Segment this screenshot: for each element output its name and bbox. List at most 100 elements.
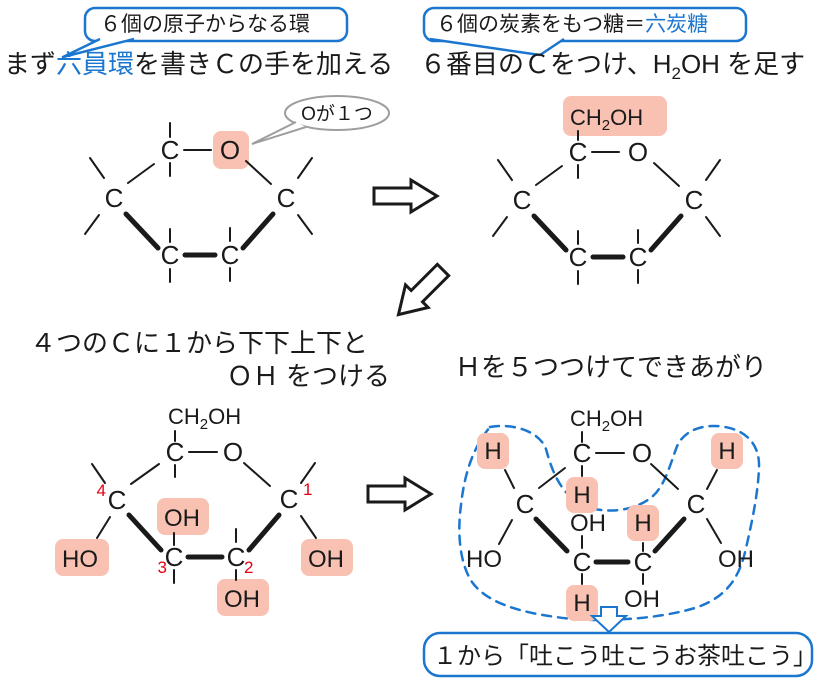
- step1-caption-pre: まず: [4, 49, 56, 79]
- h-highlight: [566, 585, 598, 621]
- ch2oh-ch: CH: [570, 406, 602, 431]
- speech-bubble-ring: ６個の原子からなる環: [61, 6, 349, 59]
- arrow-step1-to-step2: [372, 177, 440, 215]
- atom-o: O: [223, 437, 243, 467]
- ch2oh-ch: CH: [168, 404, 200, 429]
- ring-position-2: 2: [244, 558, 253, 577]
- atom-c: C: [569, 137, 588, 167]
- bold-bond: [126, 512, 164, 553]
- step3-caption-line1: ４つのＣに１から下下上下と: [30, 328, 368, 358]
- ch2oh-label: CH2OH: [168, 404, 241, 433]
- atom-c1: C: [280, 484, 299, 514]
- molecule-step1: C O C C C C Oが１つ: [84, 95, 390, 283]
- oh-group: OH: [308, 546, 344, 573]
- molecule-step3: CH2OH C O C C C C HO OH OH OH 4 1 3 2: [55, 404, 353, 616]
- o-callout-tail: [252, 122, 306, 144]
- atom-c: C: [569, 242, 588, 272]
- speech-bubble-ring-tail-edge: [61, 37, 135, 59]
- speech-bubble-hexose-em: 六炭糖: [645, 13, 708, 36]
- bond: [130, 463, 160, 485]
- o-callout-tail-edge: [251, 121, 307, 145]
- oh-group: OH: [164, 505, 200, 532]
- bond: [243, 462, 271, 487]
- bold-bond: [123, 211, 161, 251]
- ho-group: HO: [62, 546, 98, 573]
- ch2oh-oh: OH: [208, 404, 241, 429]
- step2-caption-post: OH を足す: [681, 49, 805, 79]
- atom-o: O: [632, 438, 652, 468]
- ch2oh-label: CH2OH: [570, 406, 643, 435]
- ch2oh-oh: OH: [610, 105, 643, 130]
- atom-c: C: [573, 547, 592, 577]
- bond: [297, 214, 313, 235]
- atom-c2: C: [227, 542, 246, 572]
- step1-caption: まず六員環を書きＣの手を加える: [4, 49, 393, 79]
- ch2oh-ch: CH: [570, 105, 602, 130]
- bond: [497, 159, 513, 181]
- bond: [498, 519, 513, 545]
- step4-caption: Ｈを５つつけてできあがり: [455, 352, 767, 382]
- arrow-to-mnemonic: [589, 606, 629, 634]
- speech-bubble-hexose-box: [422, 6, 748, 43]
- oh-group: OH: [624, 586, 660, 613]
- ch2oh-oh: OH: [610, 406, 643, 431]
- step2-caption-pre: ６番目のＣをつけ、H: [420, 49, 671, 79]
- ch2oh-sub: 2: [200, 416, 208, 433]
- ch2oh-sub: 2: [602, 418, 610, 435]
- atom-c3: C: [165, 542, 184, 572]
- step2-caption-sub: 2: [671, 64, 680, 83]
- speech-bubble-ring-text: ６個の原子からなる環: [100, 13, 310, 36]
- atom-c: C: [687, 489, 706, 519]
- atom-c: C: [221, 240, 240, 270]
- bond: [504, 469, 515, 489]
- oh-highlight: [217, 579, 269, 616]
- atom-c: C: [516, 489, 535, 519]
- atom-o: O: [628, 137, 648, 167]
- bond: [538, 467, 566, 489]
- ch2oh-sub: 2: [602, 117, 610, 134]
- h-atom: H: [634, 510, 651, 537]
- bond: [705, 159, 721, 181]
- oh-group: OH: [570, 510, 606, 537]
- bond: [706, 518, 722, 544]
- speech-bubble-hexose: ６個の炭素をもつ糖＝六炭糖: [422, 6, 748, 57]
- bond: [492, 216, 508, 237]
- speech-bubble-hexose-pre: ６個の炭素をもつ糖＝: [436, 13, 645, 36]
- ring-position-3: 3: [158, 558, 167, 577]
- molecule-step4: CH2OH C O C C C C H H H H H HO OH OH OH: [458, 406, 761, 622]
- o-callout-ellipse: [284, 95, 390, 131]
- ho-highlight: [55, 539, 109, 576]
- bold-bond: [652, 516, 687, 554]
- bold-bond: [531, 213, 569, 253]
- speech-bubble-hexose-tail: [430, 38, 564, 55]
- bond: [705, 216, 721, 237]
- h-outline-blob: [458, 424, 761, 622]
- step3-caption-line2: ＯＨ をつける: [227, 361, 390, 391]
- ch2oh-label: CH2OH: [570, 105, 643, 134]
- atom-c: C: [513, 185, 532, 215]
- ho-group: HO: [466, 546, 502, 573]
- bond: [653, 162, 680, 187]
- bond: [96, 516, 111, 539]
- oh-highlight: [301, 539, 353, 576]
- oh-group: OH: [718, 546, 754, 573]
- bold-bond: [648, 213, 684, 253]
- h-atom: H: [573, 590, 590, 617]
- arrow-step3-to-step4: [366, 475, 434, 513]
- h-highlight: [566, 477, 598, 513]
- step2-caption: ６番目のＣをつけ、H2OH を足す: [420, 49, 805, 83]
- step1-caption-post: を書きＣの手を加える: [134, 49, 393, 79]
- speech-bubble-hexose-tail-edge: [429, 37, 565, 57]
- h-highlight: [711, 433, 743, 469]
- bold-bond: [533, 516, 570, 554]
- h-atom: H: [718, 438, 735, 465]
- atom-c: C: [629, 242, 648, 272]
- oh-group: OH: [224, 586, 260, 613]
- bond: [127, 163, 155, 184]
- atom-c: C: [277, 183, 296, 213]
- atom-c4: C: [108, 485, 127, 515]
- bond: [706, 469, 718, 490]
- ch2oh-highlight: [563, 96, 667, 136]
